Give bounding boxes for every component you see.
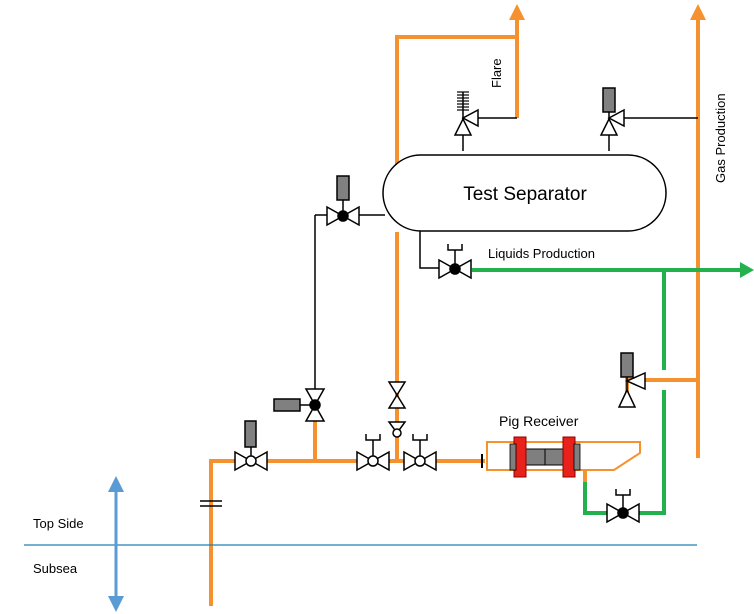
test-separator-vessel[interactable] (382, 154, 667, 232)
branch-control-valve-icon[interactable] (273, 388, 326, 422)
flare-label: Flare (489, 58, 504, 88)
pig-drain-valve-icon[interactable] (606, 489, 640, 524)
green-pipework (472, 268, 742, 515)
bypass-control-valve-icon[interactable] (326, 175, 360, 227)
pig-relief-valve-icon[interactable] (617, 352, 646, 408)
flare-relief-valve-icon[interactable] (453, 91, 479, 136)
liquids-arrow-head (740, 262, 754, 278)
pig-receiver[interactable] (486, 436, 641, 478)
manifold-valve-right-icon[interactable] (403, 434, 437, 472)
gas-control-valve-icon[interactable] (599, 87, 625, 136)
liquids-outlet-line (419, 230, 441, 269)
pig-liquid-drain-pipe (583, 482, 610, 515)
manifold-valve-left-icon[interactable] (356, 434, 390, 472)
center-vertical-valve-icon[interactable] (387, 381, 407, 438)
liquids-control-valve-icon[interactable] (438, 244, 472, 280)
pig-receiver-label: Pig Receiver (499, 413, 579, 429)
liquid-return-pipe-lower (637, 390, 666, 515)
liquids-production-label: Liquids Production (488, 246, 595, 261)
top-side-label: Top Side (33, 516, 84, 531)
riser-valve-icon[interactable] (234, 420, 268, 472)
flare-arrow-head (509, 4, 525, 20)
subsea-label: Subsea (33, 561, 78, 576)
gas-arrow-head (690, 4, 706, 20)
level-arrow-icon (108, 476, 124, 612)
pig-clamp-right (562, 436, 576, 478)
gas-production-label: Gas Production (713, 93, 728, 183)
riser-flange-icon (200, 500, 222, 507)
flare-header-pipe (395, 18, 519, 175)
riser-pipe (209, 459, 243, 606)
test-separator-label: Test Separator (463, 184, 587, 205)
